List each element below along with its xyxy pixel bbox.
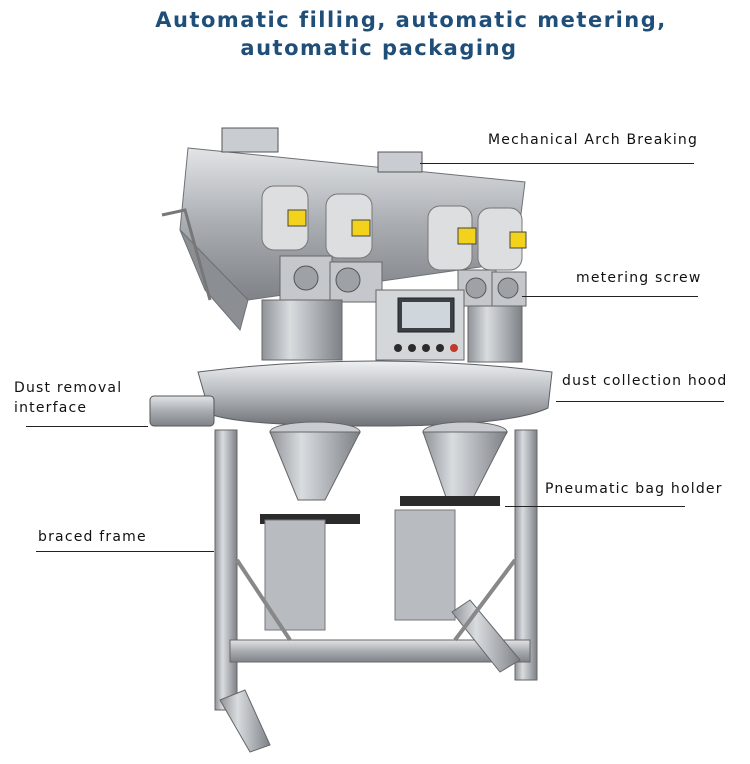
callout-metering-screw: metering screw (576, 270, 702, 286)
callout-braced-frame: braced frame (38, 529, 147, 545)
callout-line-braced-frame (36, 551, 214, 552)
dust-removal-port (149, 395, 215, 427)
filling-spouts (260, 421, 508, 524)
callout-dust-removal-1: Dust removal (14, 380, 123, 396)
page-title-line-2: automatic packaging (240, 36, 518, 60)
arch-breaker-motor-left (221, 127, 279, 153)
callout-dust-collection-hood: dust collection hood (562, 373, 728, 389)
callout-line-dust-hood (556, 401, 724, 402)
braced-frame (214, 429, 538, 753)
page-title-line-1: Automatic filling, automatic metering, (155, 8, 667, 32)
callout-mechanical-arch-breaking: Mechanical Arch Breaking (488, 132, 699, 148)
control-panel (375, 289, 465, 361)
bag-clamp-left (260, 514, 360, 524)
callout-dust-removal-2: interface (14, 400, 88, 416)
callout-line-arch-breaking (420, 163, 694, 164)
callout-pneumatic-bag-holder: Pneumatic bag holder (545, 481, 723, 497)
callout-line-metering-screw (522, 296, 698, 297)
dust-collection-hood (149, 360, 553, 427)
callout-line-dust-removal (26, 426, 148, 427)
arch-breaker-motor-right (377, 151, 423, 173)
callout-line-bag-holder (505, 506, 685, 507)
motors (261, 185, 527, 307)
bag-clamp-right (400, 496, 500, 506)
